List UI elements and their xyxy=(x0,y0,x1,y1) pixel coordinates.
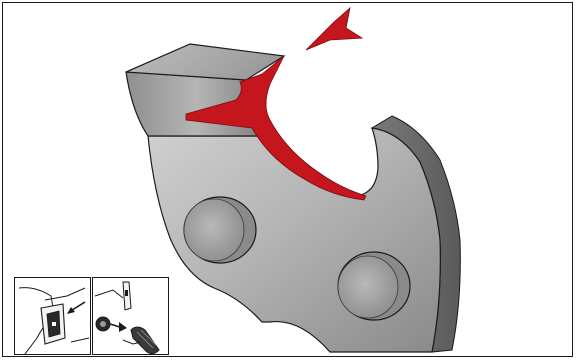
spark-plug-boot-removal-icon xyxy=(93,278,169,355)
rivet-right xyxy=(338,252,410,320)
inset-switch-off xyxy=(14,277,91,355)
removed-material-chip xyxy=(306,8,362,50)
power-switch-off-icon xyxy=(15,278,91,355)
inset-spark-plug-boot xyxy=(92,277,169,355)
rivet-left xyxy=(184,197,256,263)
